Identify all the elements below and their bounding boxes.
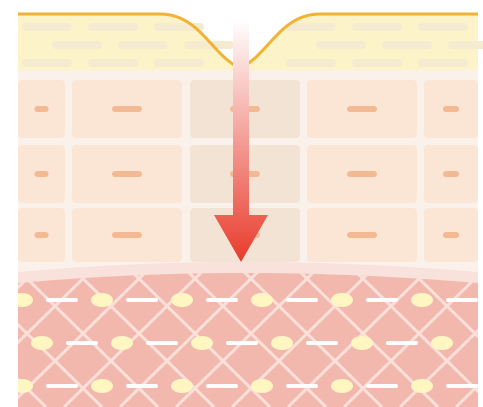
fiber-dash [286,384,318,388]
cell-nucleus [347,171,377,177]
fiber-dash [306,341,338,345]
cell-nucleus [347,106,377,112]
surface-cell-line [22,59,72,67]
elastin-dot [171,379,193,393]
cell-nucleus [34,232,48,238]
cell-nucleus [112,232,142,238]
elastin-dot [411,379,433,393]
surface-cell-line [418,59,468,67]
surface-cell-line [22,23,72,31]
fiber-dash [46,298,78,302]
fiber-dash [446,384,478,388]
surface-cell-line [352,23,402,31]
cell-nucleus [443,106,459,112]
surface-cell-line [88,23,138,31]
elastin-dot [431,336,453,350]
elastin-dot [191,336,213,350]
elastin-dot [331,293,353,307]
fiber-dash [206,298,238,302]
surface-cell-line [352,59,402,67]
elastin-dot [91,379,113,393]
cell-nucleus [443,171,459,177]
fiber-dash [126,384,158,388]
elastin-dot [271,336,293,350]
fiber-dash [146,341,178,345]
elastin-dot [31,336,53,350]
fiber-dash [366,384,398,388]
cell-nucleus [112,106,142,112]
fiber-dash [226,341,258,345]
fiber-dash [286,298,318,302]
cell-nucleus [34,106,48,112]
elastin-dot [351,336,373,350]
cell-nucleus [34,171,48,177]
surface-cell-line [316,41,366,49]
surface-cell-line [448,41,483,49]
elastin-dot [91,293,113,307]
dermis-layer [0,260,483,407]
surface-cell-line [52,41,102,49]
fiber-dash [66,341,98,345]
elastin-dot [251,293,273,307]
elastin-dot [331,379,353,393]
fiber-dash [46,384,78,388]
fiber-dash [386,341,418,345]
elastin-dot [251,379,273,393]
fiber-dash [126,298,158,302]
surface-cell-line [286,59,336,67]
cell-nucleus [443,232,459,238]
surface-cell-line [118,41,168,49]
elastin-dot [171,293,193,307]
surface-cell-line [154,59,204,67]
cell-nucleus [112,171,142,177]
surface-cell-line [418,23,468,31]
elastin-dot [411,293,433,307]
surface-cell-line [382,41,432,49]
elastin-dot [111,336,133,350]
surface-cell-line [88,59,138,67]
fiber-dash [206,384,238,388]
cell-nucleus [347,232,377,238]
fiber-dash [366,298,398,302]
surface-cell-line [286,23,336,31]
fiber-dash [446,298,478,302]
